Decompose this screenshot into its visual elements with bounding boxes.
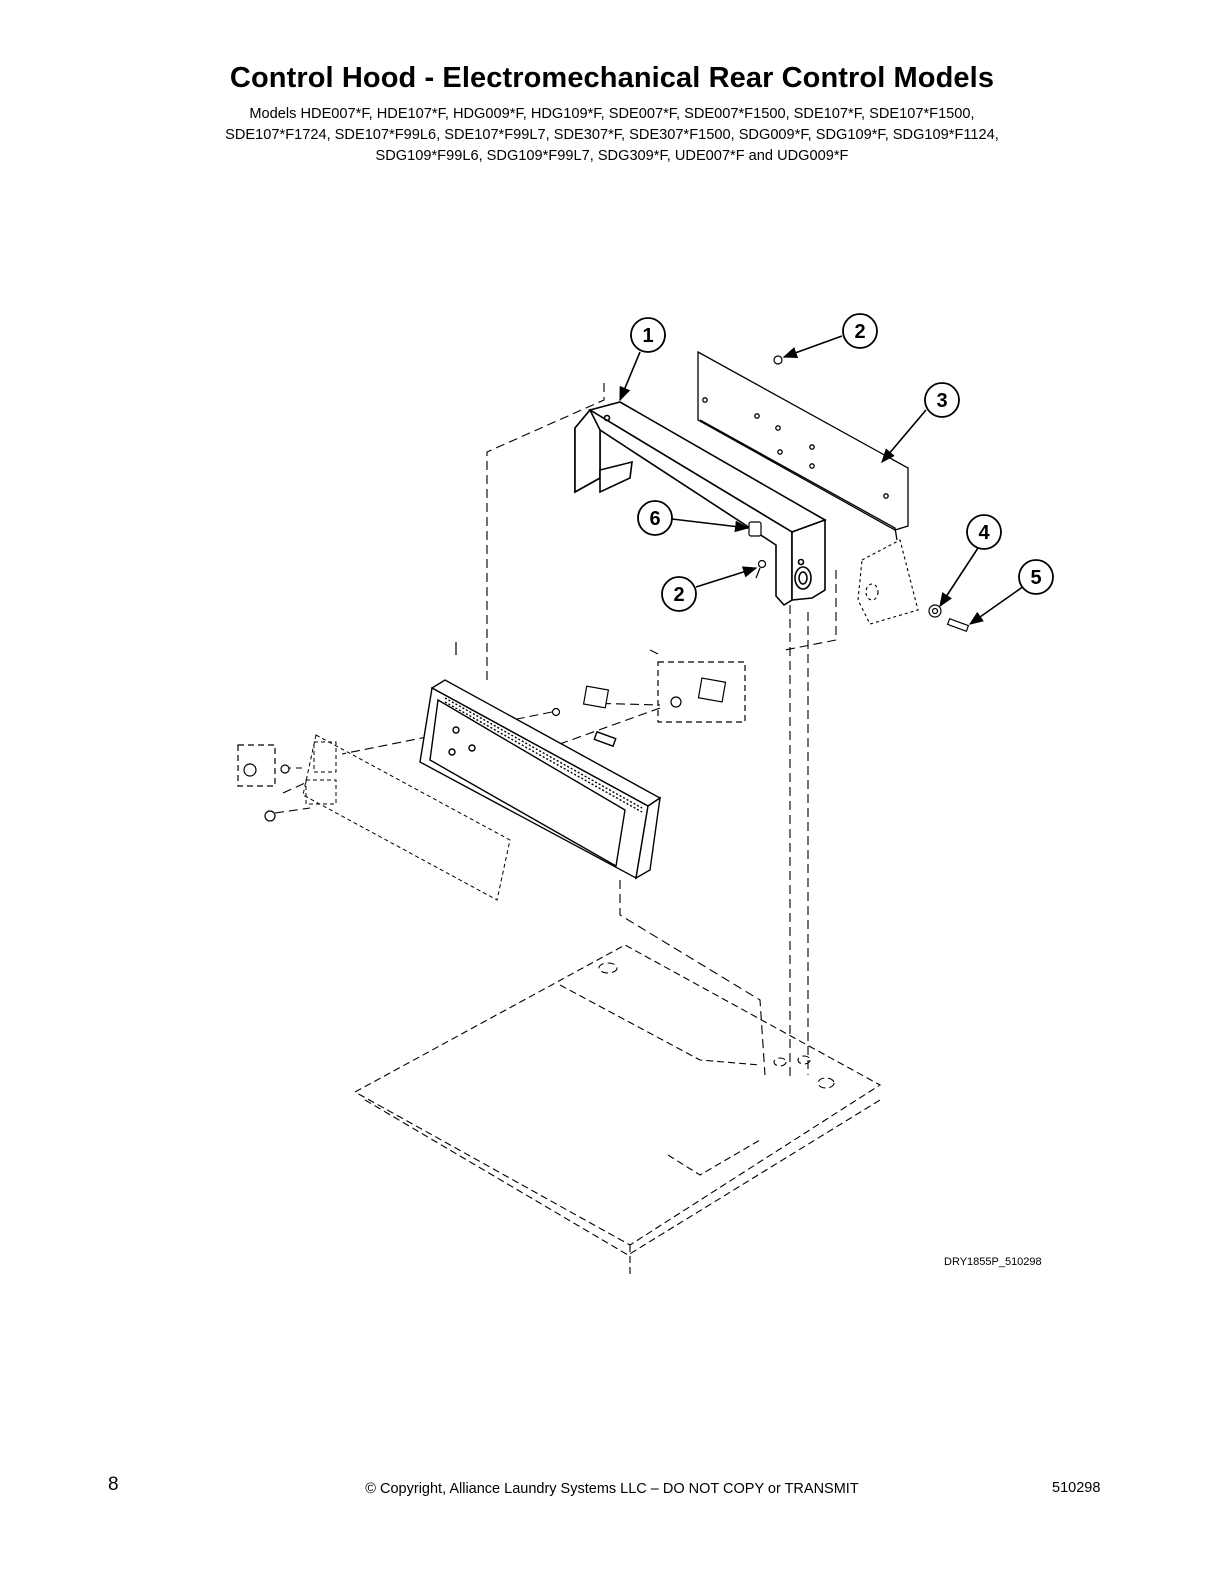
control-panel-part bbox=[419, 679, 662, 880]
models-line: SDG109*F99L6, SDG109*F99L7, SDG309*F, UD… bbox=[375, 148, 849, 164]
callout-circle bbox=[966, 514, 1002, 550]
drawing-id: DRY1855P_510298 bbox=[944, 1256, 1042, 1268]
callout-label: 1 bbox=[642, 325, 653, 347]
models-line: SDE107*F1724, SDE107*F99L6, SDE107*F99L7… bbox=[225, 127, 999, 143]
callout-label: 5 bbox=[1030, 567, 1041, 589]
callout-circle bbox=[637, 500, 673, 536]
switch-hardware bbox=[243, 677, 727, 822]
control-hood-part bbox=[574, 401, 827, 607]
overlay-decal-phantom bbox=[302, 734, 511, 901]
models-line: Models HDE007*F, HDE107*F, HDG009*F, HDG… bbox=[249, 106, 975, 122]
callout-label: 2 bbox=[673, 584, 684, 606]
callout-circle bbox=[924, 382, 960, 418]
callout-circle bbox=[842, 313, 878, 349]
callout-label: 2 bbox=[854, 321, 865, 343]
page-number: 8 bbox=[108, 1474, 119, 1495]
cabinet-top-phantom bbox=[353, 944, 882, 1275]
copyright-notice: © Copyright, Alliance Laundry Systems LL… bbox=[365, 1481, 859, 1497]
leader-arrows bbox=[619, 335, 1025, 625]
page-title: Control Hood - Electromechanical Rear Co… bbox=[229, 62, 995, 94]
callout-label: 4 bbox=[978, 522, 990, 544]
callout-label: 3 bbox=[936, 390, 947, 412]
document-number: 510298 bbox=[1052, 1480, 1101, 1496]
detail-boxes bbox=[237, 661, 746, 787]
side-bracket-phantom bbox=[857, 539, 919, 625]
rear-panel-part bbox=[697, 350, 909, 541]
callout-circle bbox=[1018, 559, 1054, 595]
callout-label: 6 bbox=[649, 508, 660, 530]
callout-circle bbox=[630, 317, 666, 353]
models-list: Models HDE007*F, HDE107*F, HDG009*F, HDG… bbox=[100, 104, 1124, 167]
callout-circle bbox=[661, 576, 697, 612]
callout-circles bbox=[630, 313, 1054, 612]
